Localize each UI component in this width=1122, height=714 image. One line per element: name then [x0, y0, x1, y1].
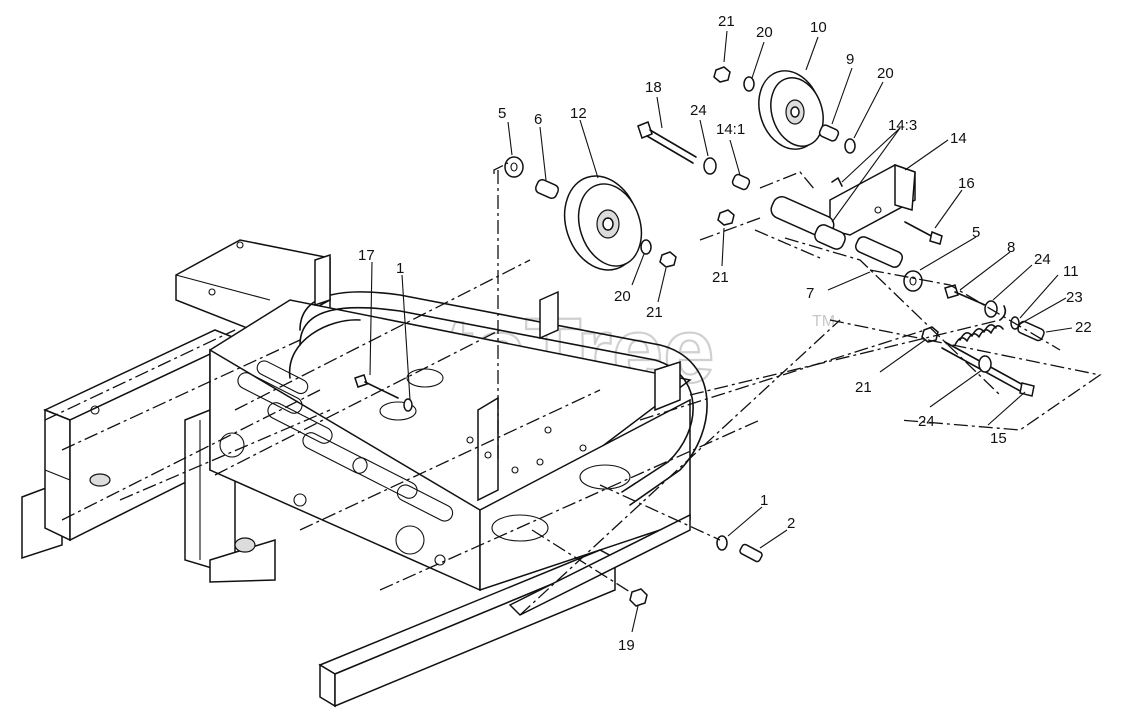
callout-7: 7 [806, 285, 814, 302]
callout-22: 22 [1075, 319, 1092, 336]
callout-21-top: 21 [718, 13, 735, 30]
tubular-bumper [289, 253, 708, 506]
bushing-14-1 [731, 173, 751, 191]
idler-pulley-12 [563, 175, 643, 271]
callout-1-upper: 1 [396, 260, 404, 277]
washer-20-top-right [844, 138, 856, 154]
main-deck-plate [209, 299, 692, 592]
washer-1-lower [716, 535, 728, 551]
callout-23: 23 [1066, 289, 1083, 306]
extension-spring-11 [954, 305, 1007, 346]
callout-24-lower: 24 [918, 413, 935, 430]
bushing-5-upper [504, 156, 524, 178]
callout-9: 9 [846, 51, 854, 68]
nut-21-lower [659, 251, 677, 268]
bolt-18 [637, 121, 697, 164]
bolt-2 [739, 543, 763, 563]
callout-20-right: 20 [877, 65, 894, 82]
nut-21-arm [717, 209, 735, 226]
washer-24-upper [703, 157, 717, 175]
bolt-8 [944, 284, 986, 306]
callout-16: 16 [958, 175, 975, 192]
belt-routing-lines [44, 162, 1102, 616]
callout-11: 11 [1063, 263, 1079, 280]
spacer-9 [818, 124, 840, 142]
nut-21-top [713, 66, 731, 83]
callout-14: 14 [950, 130, 967, 147]
callout-24-upper: 24 [690, 102, 707, 119]
callout-20-lower: 20 [614, 288, 631, 305]
callout-labels: 21 20 10 9 20 18 24 14:1 14:3 14 16 5 6 … [358, 13, 1092, 654]
callout-24-right: 24 [1034, 251, 1051, 268]
callout-12: 12 [570, 105, 587, 122]
spacer-7 [854, 236, 904, 268]
callout-1-lower: 1 [760, 492, 768, 509]
callout-14-3: 14:3 [888, 117, 917, 134]
bolt-16 [904, 221, 943, 245]
callout-21-arm: 21 [712, 269, 729, 286]
callout-21-lower: 21 [646, 304, 663, 321]
washer-20-lower [640, 239, 652, 255]
callout-19: 19 [618, 637, 635, 654]
callout-8: 8 [1007, 239, 1015, 256]
callout-21-spring: 21 [855, 379, 872, 396]
spacer-6 [534, 178, 560, 200]
callout-15: 15 [990, 430, 1007, 447]
washer-1-upper [403, 398, 413, 412]
nut-19 [629, 588, 648, 607]
leader-lines [369, 30, 1073, 633]
callout-2: 2 [787, 515, 795, 532]
square-tube-rail [318, 513, 691, 708]
callout-5-lower: 5 [972, 224, 980, 241]
callout-5-upper: 5 [498, 105, 506, 122]
side-plate-slots [219, 360, 454, 566]
callout-10: 10 [810, 19, 827, 36]
watermark-trademark: TM [812, 313, 835, 330]
callout-17: 17 [358, 247, 375, 264]
bushing-5-lower [903, 270, 923, 292]
idler-arm-14 [770, 163, 916, 250]
callout-6: 6 [534, 111, 542, 128]
callout-20-top: 20 [756, 24, 773, 41]
washer-24-lower [978, 355, 992, 373]
callout-14-1: 14:1 [716, 121, 745, 138]
idler-pulley-10 [758, 70, 824, 150]
callout-18: 18 [645, 79, 662, 96]
washer-20-top-left [743, 76, 755, 92]
